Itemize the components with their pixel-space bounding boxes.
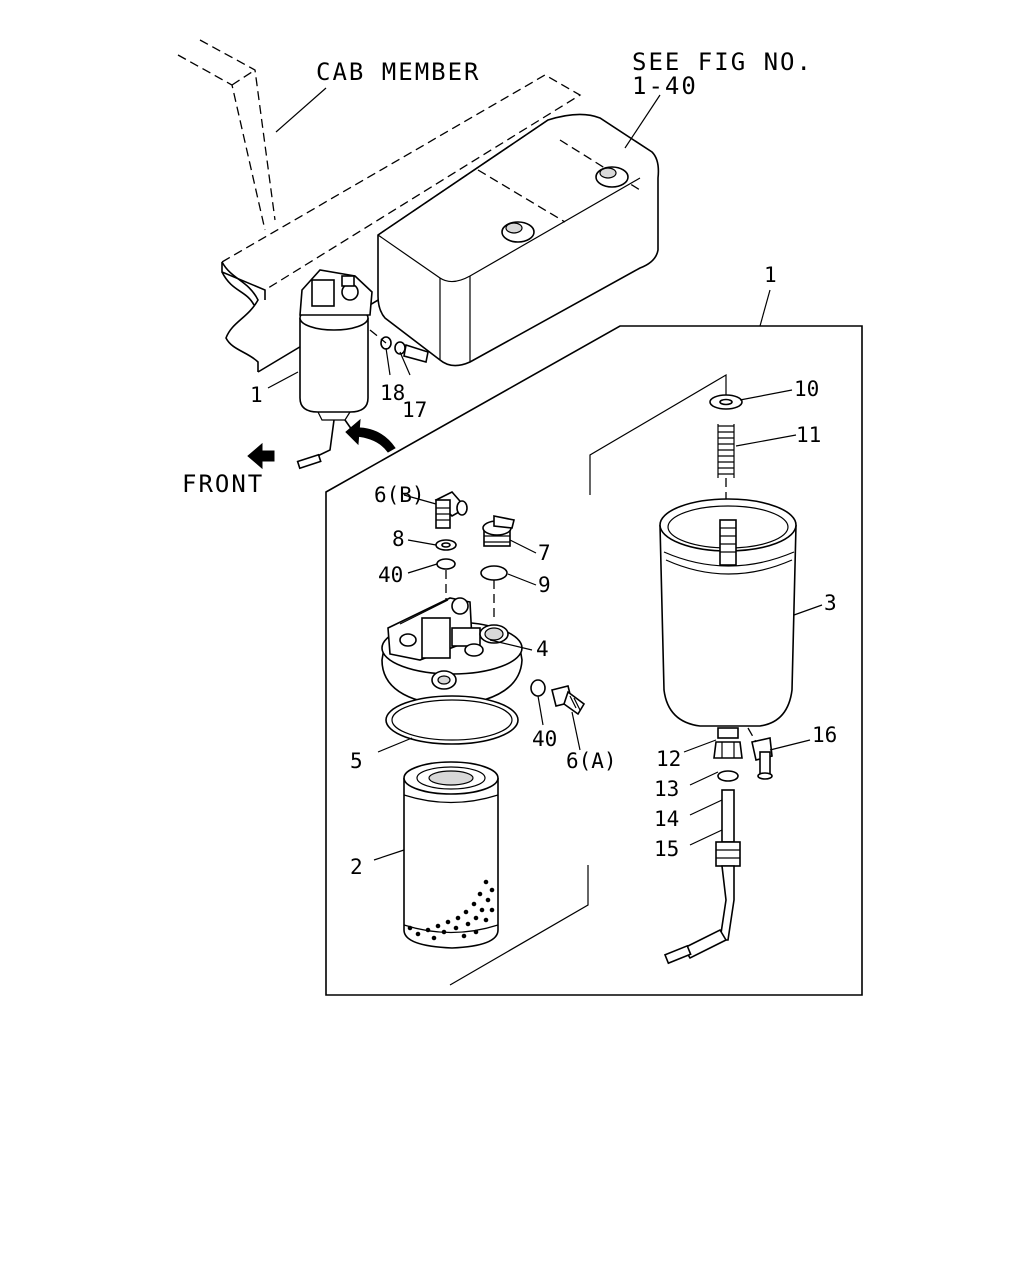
washer-40-lower — [530, 679, 546, 697]
group-bracket-lines — [449, 373, 727, 986]
drain-cock-16 — [747, 727, 773, 780]
washer-40-upper — [436, 558, 456, 570]
part-label-4: 4 — [536, 637, 549, 661]
part-label-5: 5 — [350, 749, 363, 773]
part-label-40-upper: 40 — [378, 563, 403, 587]
leader-lines — [267, 87, 823, 861]
spring-11 — [717, 424, 735, 478]
part-label-10: 10 — [794, 377, 819, 401]
see-fig-label-line1: SEE FIG NO. — [632, 48, 813, 76]
filter-head-assembly — [381, 491, 586, 949]
part-label-6a: 6(A) — [566, 749, 617, 773]
curved-arrow-icon — [345, 418, 396, 453]
front-label: FRONT — [182, 470, 264, 498]
part-label-1-top: 1 — [764, 263, 777, 287]
front-arrow-icon — [247, 442, 275, 470]
part-label-15: 15 — [654, 837, 679, 861]
part-label-12: 12 — [656, 747, 681, 771]
air-vent-plug-7 — [482, 515, 515, 547]
part-label-1-left: 1 — [250, 383, 263, 407]
part-label-3: 3 — [824, 591, 837, 615]
element-perforation-dots — [407, 879, 495, 941]
connector-fitting-6a — [551, 685, 586, 716]
part-label-11: 11 — [796, 423, 821, 447]
bowl-assembly — [659, 394, 797, 965]
part-label-40-lower: 40 — [532, 727, 557, 751]
elbow-fitting-6b — [434, 491, 468, 529]
filter-head-4 — [381, 597, 523, 707]
diagram-labels: CAB MEMBER SEE FIG NO. 1-40 FRONT 1 1 18… — [182, 48, 837, 879]
part-label-2: 2 — [350, 855, 363, 879]
part-label-8: 8 — [392, 527, 405, 551]
part-label-17: 17 — [402, 398, 427, 422]
part-label-16: 16 — [812, 723, 837, 747]
o-ring-9 — [480, 565, 508, 581]
filter-element-2 — [403, 761, 499, 949]
part-label-6b: 6(B) — [374, 483, 425, 507]
see-fig-label-line2: 1-40 — [632, 72, 698, 100]
o-ring-13 — [717, 770, 739, 782]
part-label-18: 18 — [380, 381, 405, 405]
gasket-5 — [385, 695, 519, 745]
cab-member-label: CAB MEMBER — [316, 58, 481, 86]
part-label-7: 7 — [538, 541, 551, 565]
part-label-9: 9 — [538, 573, 551, 597]
drain-nut-12 — [713, 727, 743, 759]
fuel-tank-drawing — [377, 113, 660, 367]
filter-bowl-3 — [659, 498, 797, 727]
exploded-view-panel — [325, 289, 863, 996]
part-label-13: 13 — [654, 777, 679, 801]
sensor-pipe-15 — [663, 789, 741, 965]
mounted-filter-assembly — [296, 269, 429, 470]
part-label-14: 14 — [654, 807, 679, 831]
